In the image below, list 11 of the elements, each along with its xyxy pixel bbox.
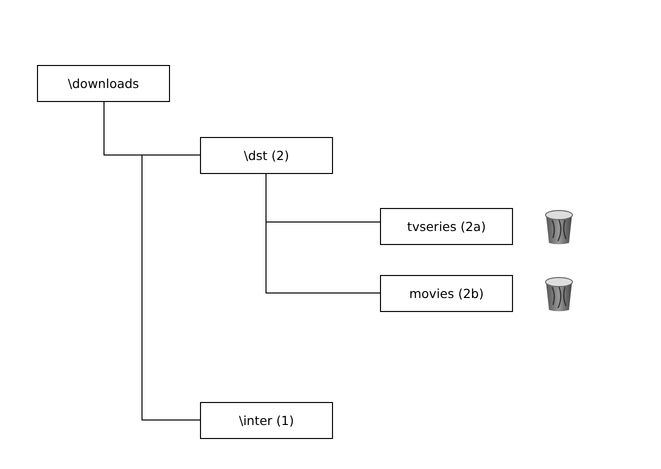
folder-name: \dst (2) bbox=[244, 148, 290, 163]
folder-name: \downloads bbox=[68, 76, 140, 91]
folder-name: tvseries (2a) bbox=[407, 219, 486, 234]
folder-box bbox=[37, 65, 170, 102]
folder-box bbox=[200, 402, 333, 439]
folder-box bbox=[380, 208, 513, 245]
connector-line bbox=[266, 174, 380, 294]
folder-name: \inter (1) bbox=[238, 413, 294, 428]
folder-box bbox=[200, 137, 333, 174]
folder-box bbox=[380, 275, 513, 312]
folder-name: movies (2b) bbox=[409, 286, 484, 301]
